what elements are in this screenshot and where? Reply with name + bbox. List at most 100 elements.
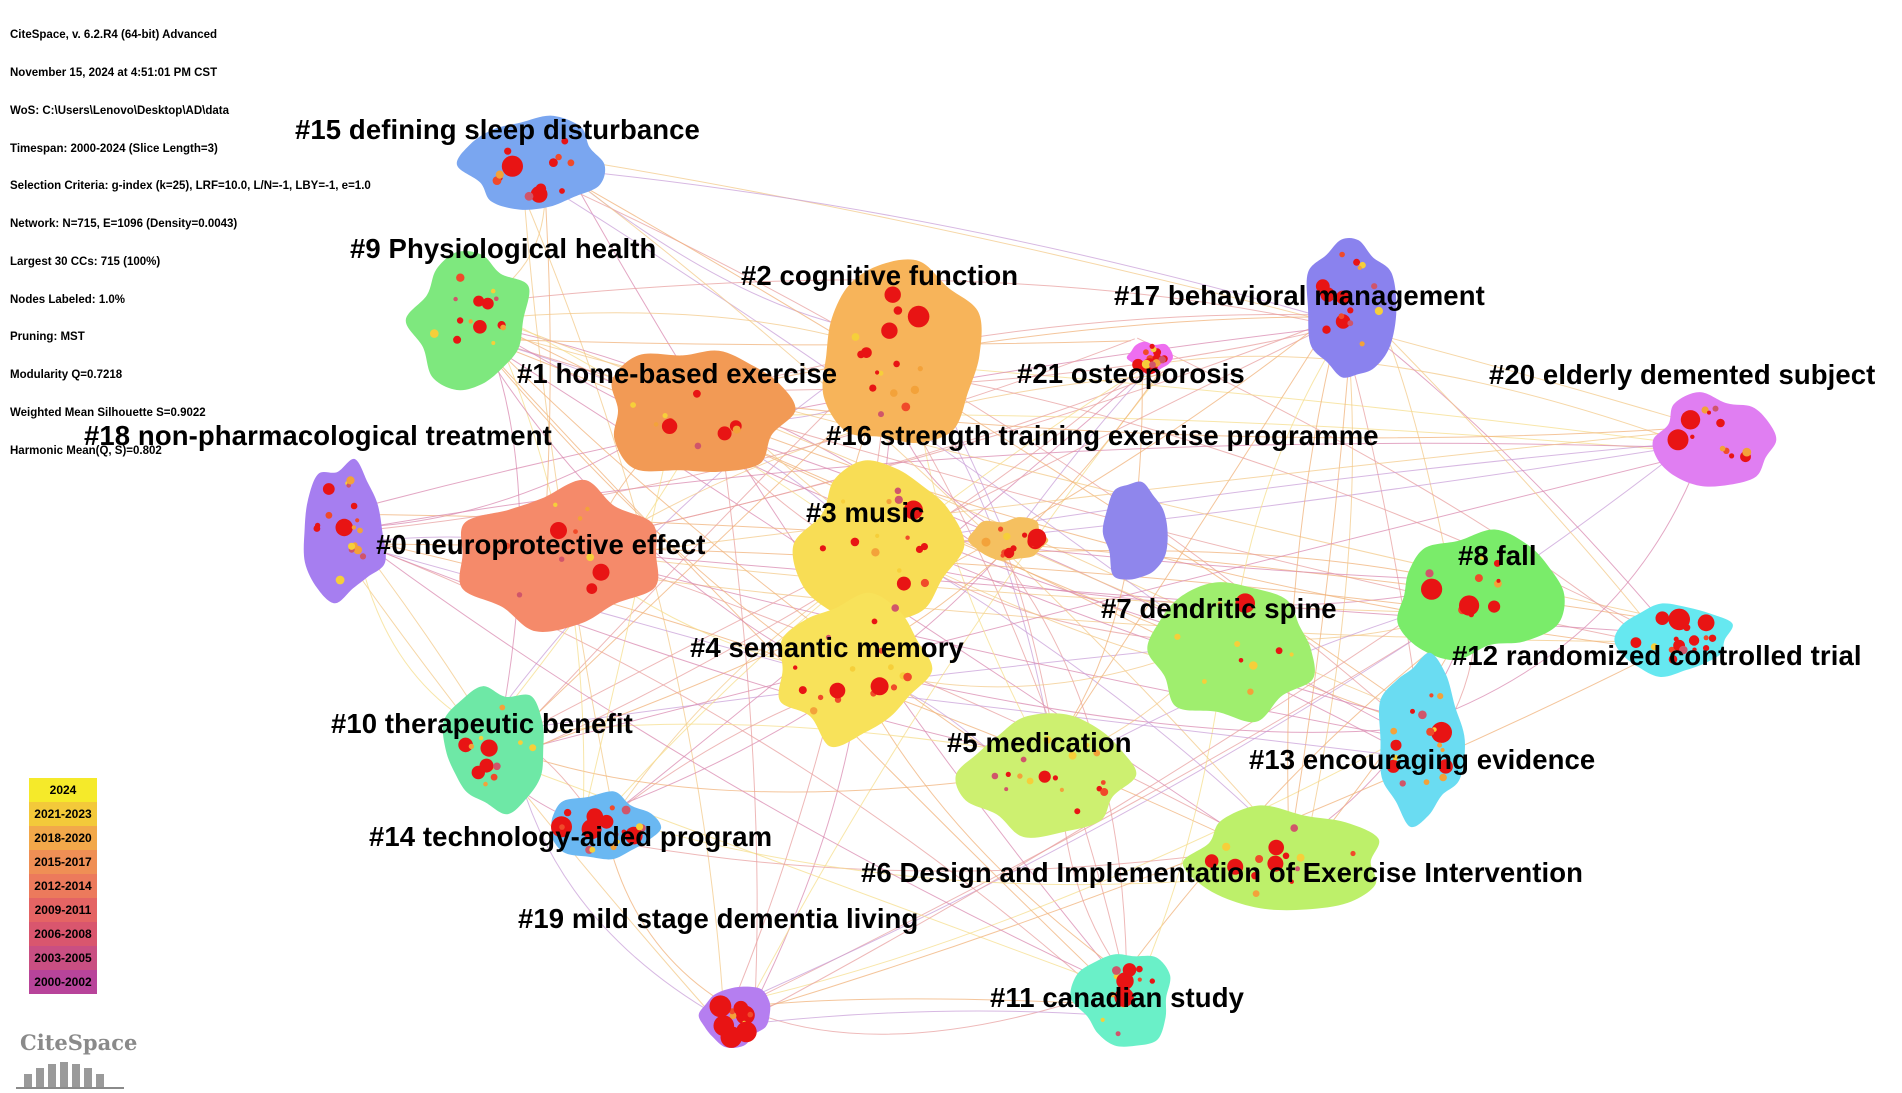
citation-node: [891, 604, 899, 612]
citation-node: [453, 335, 462, 344]
cluster-area: [459, 479, 659, 632]
citation-node: [1655, 611, 1670, 625]
citation-node: [1149, 361, 1156, 369]
cluster-label: #3 music: [806, 497, 925, 528]
citation-node: [1109, 991, 1116, 998]
citation-node: [694, 442, 702, 450]
metadata-line: Harmonic Mean(Q, S)=0.802: [10, 444, 162, 457]
citation-node: [478, 735, 484, 741]
citation-node: [693, 389, 701, 398]
citation-node: [1338, 313, 1345, 320]
citation-node: [1093, 749, 1101, 757]
citation-node: [917, 366, 923, 372]
co-citation-edge: [360, 540, 1114, 986]
cluster-label: #9 Physiological health: [350, 233, 657, 264]
co-citation-edge: [549, 167, 1364, 330]
citation-node: [1267, 855, 1284, 872]
citation-node: [1437, 693, 1444, 700]
citation-node: [1100, 780, 1106, 785]
citation-node: [1247, 688, 1254, 695]
citation-node: [709, 995, 732, 1018]
citation-node: [1290, 824, 1298, 832]
citation-node: [1712, 405, 1719, 412]
citation-node: [1234, 641, 1241, 647]
cluster-area: [456, 115, 606, 210]
citation-node: [559, 556, 565, 562]
cluster-label: #8 fall: [1458, 540, 1537, 571]
co-citation-edge: [541, 426, 1726, 565]
citation-node: [1143, 349, 1149, 356]
citation-node: [890, 389, 898, 397]
citation-node: [1251, 872, 1259, 880]
citation-node: [1359, 341, 1365, 347]
citation-node: [798, 686, 807, 695]
citation-node: [1249, 661, 1258, 670]
citation-node: [1289, 652, 1294, 657]
citation-node: [1149, 978, 1156, 984]
citation-node: [577, 516, 583, 521]
citation-node: [1386, 759, 1400, 773]
co-citation-edge: [1136, 337, 1656, 651]
co-citation-edge: [549, 166, 1435, 726]
citation-node: [981, 537, 991, 547]
citation-node: [559, 188, 565, 194]
citation-node: [586, 553, 595, 562]
co-citation-edge: [908, 363, 1718, 450]
citation-node: [907, 305, 930, 328]
citation-node: [1496, 578, 1501, 583]
citation-node: [1399, 780, 1406, 787]
citation-node: [599, 814, 614, 829]
citation-node: [1204, 854, 1219, 868]
citation-node: [1371, 283, 1378, 290]
citation-node: [555, 153, 562, 161]
citation-node: [355, 518, 360, 523]
co-citation-edge: [493, 444, 1731, 758]
cluster-area: [1182, 805, 1380, 911]
citation-node: [1115, 1031, 1121, 1037]
citation-node: [1392, 754, 1399, 761]
co-citation-edge: [507, 723, 1061, 761]
citation-node: [1347, 320, 1354, 327]
citation-node: [1439, 773, 1447, 782]
citation-node: [901, 402, 911, 412]
cluster-label: #13 encouraging evidence: [1249, 744, 1596, 775]
citation-node: [878, 647, 885, 654]
cluster-label: #0 neuroprotective effect: [376, 529, 706, 560]
citation-node: [886, 498, 892, 505]
citation-node: [1390, 727, 1398, 735]
metadata-panel: CiteSpace, v. 6.2.R4 (64-bit) Advanced N…: [10, 4, 371, 483]
legend-swatch: 2024: [29, 778, 97, 802]
citation-node: [1374, 306, 1383, 316]
citation-node: [1068, 751, 1077, 760]
legend-swatch: 2012-2014: [29, 874, 97, 898]
legend-swatch: 2018-2020: [29, 826, 97, 850]
citation-node: [905, 535, 910, 540]
citation-node: [1729, 453, 1735, 459]
metadata-line: Largest 30 CCs: 715 (100%): [10, 255, 161, 268]
co-citation-edge: [1162, 355, 1714, 455]
citation-node: [894, 495, 903, 504]
legend-swatch: 2009-2011: [29, 898, 97, 922]
citation-node: [890, 684, 898, 691]
citation-node: [550, 522, 567, 539]
citation-node: [456, 317, 464, 324]
cluster-area: [405, 250, 530, 391]
citation-node: [871, 618, 878, 625]
metadata-line: Modularity Q=0.7218: [10, 369, 123, 382]
citation-node: [733, 1000, 749, 1016]
co-citation-edge: [882, 539, 1285, 843]
citation-node: [1017, 773, 1023, 779]
citation-node: [1136, 965, 1143, 973]
cluster-area-layer: [303, 115, 1777, 1048]
citation-node: [1022, 532, 1028, 538]
metadata-line: Selection Criteria: g-index (k=25), LRF=…: [10, 180, 371, 193]
citation-node: [1410, 708, 1415, 714]
citation-node: [1322, 325, 1331, 334]
citation-node: [567, 159, 575, 167]
co-citation-edge: [712, 316, 1339, 393]
citation-node: [505, 168, 514, 176]
citation-node: [1084, 743, 1090, 748]
co-citation-edge: [741, 721, 1433, 1002]
co-citation-edge: [451, 302, 1043, 787]
